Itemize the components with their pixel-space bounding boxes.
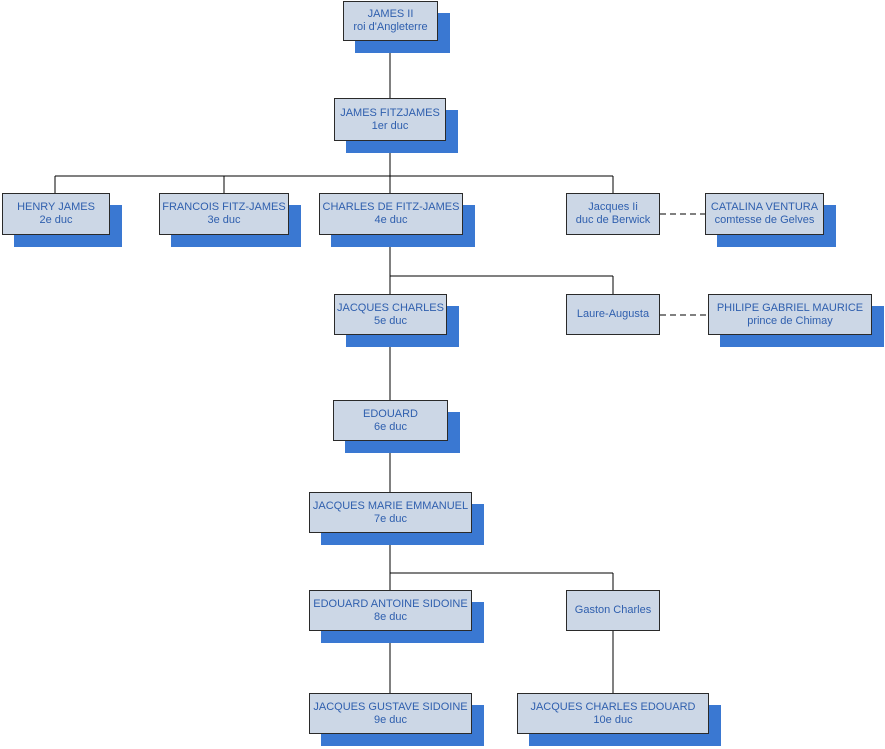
node-title: 3e duc <box>207 214 241 226</box>
node-title: 4e duc <box>374 214 408 226</box>
node-name: CHARLES DE FITZ-JAMES <box>322 201 460 213</box>
node-title: duc de Berwick <box>575 214 651 226</box>
node-title: 6e duc <box>373 420 408 433</box>
node-jacques-marie-emmanuel[interactable]: JACQUES MARIE EMMANUEL 7e duc <box>309 492 484 545</box>
node-francois-fitz-james[interactable]: FRANCOIS FITZ-JAMES 3e duc <box>159 193 301 247</box>
node-title: roi d'Angleterre <box>353 21 428 33</box>
node-henry-james[interactable]: HENRY JAMES 2e duc <box>2 193 122 247</box>
node-jacques-charles-edouard[interactable]: JACQUES CHARLES EDOUARD 10e duc <box>517 693 721 746</box>
node-name: CATALINA VENTURA <box>710 201 819 213</box>
node-jacques-ii[interactable]: Jacques Ii duc de Berwick <box>566 193 660 235</box>
node-name: EDOUARD <box>362 407 418 420</box>
node-laure-augusta[interactable]: Laure-Augusta <box>566 294 660 335</box>
node-edouard[interactable]: EDOUARD 6e duc <box>333 400 460 453</box>
node-james-ii[interactable]: JAMES II roi d'Angleterre <box>343 1 450 53</box>
node-name: JAMES FITZJAMES <box>340 106 440 119</box>
node-title: 5e duc <box>373 314 408 327</box>
node-title: prince de Chimay <box>747 314 833 327</box>
node-name: HENRY JAMES <box>17 201 95 213</box>
node-title: 10e duc <box>593 713 633 726</box>
node-gaston-charles[interactable]: Gaston Charles <box>566 590 660 631</box>
node-charles-de-fitz-james[interactable]: CHARLES DE FITZ-JAMES 4e duc <box>319 193 475 247</box>
node-name: EDOUARD ANTOINE SIDOINE <box>313 597 468 610</box>
node-edouard-antoine-sidoine[interactable]: EDOUARD ANTOINE SIDOINE 8e duc <box>309 590 484 643</box>
node-title: 9e duc <box>373 713 408 726</box>
node-name: Gaston Charles <box>574 604 652 616</box>
node-name: JACQUES CHARLES EDOUARD <box>530 700 696 713</box>
node-name: JACQUES GUSTAVE SIDOINE <box>313 700 468 713</box>
node-name: Laure-Augusta <box>576 308 650 320</box>
node-title: 2e duc <box>39 214 73 226</box>
node-name: JAMES II <box>367 8 414 20</box>
node-title: comtesse de Gelves <box>714 214 815 226</box>
node-james-fitzjames[interactable]: JAMES FITZJAMES 1er duc <box>334 98 458 153</box>
node-catalina-ventura[interactable]: CATALINA VENTURA comtesse de Gelves <box>705 193 836 247</box>
node-name: PHILIPE GABRIEL MAURICE <box>716 301 864 314</box>
node-title: 1er duc <box>371 119 409 132</box>
node-name: Jacques Ii <box>588 201 638 213</box>
node-jacques-charles[interactable]: JACQUES CHARLES 5e duc <box>334 294 459 347</box>
node-philipe-gabriel-maurice[interactable]: PHILIPE GABRIEL MAURICE prince de Chimay <box>708 294 884 347</box>
node-jacques-gustave-sidoine[interactable]: JACQUES GUSTAVE SIDOINE 9e duc <box>309 693 484 746</box>
node-title: 7e duc <box>373 512 408 525</box>
node-title: 8e duc <box>373 610 408 623</box>
node-name: JACQUES CHARLES <box>337 301 444 314</box>
node-name: JACQUES MARIE EMMANUEL <box>312 499 469 512</box>
node-name: FRANCOIS FITZ-JAMES <box>162 201 286 213</box>
